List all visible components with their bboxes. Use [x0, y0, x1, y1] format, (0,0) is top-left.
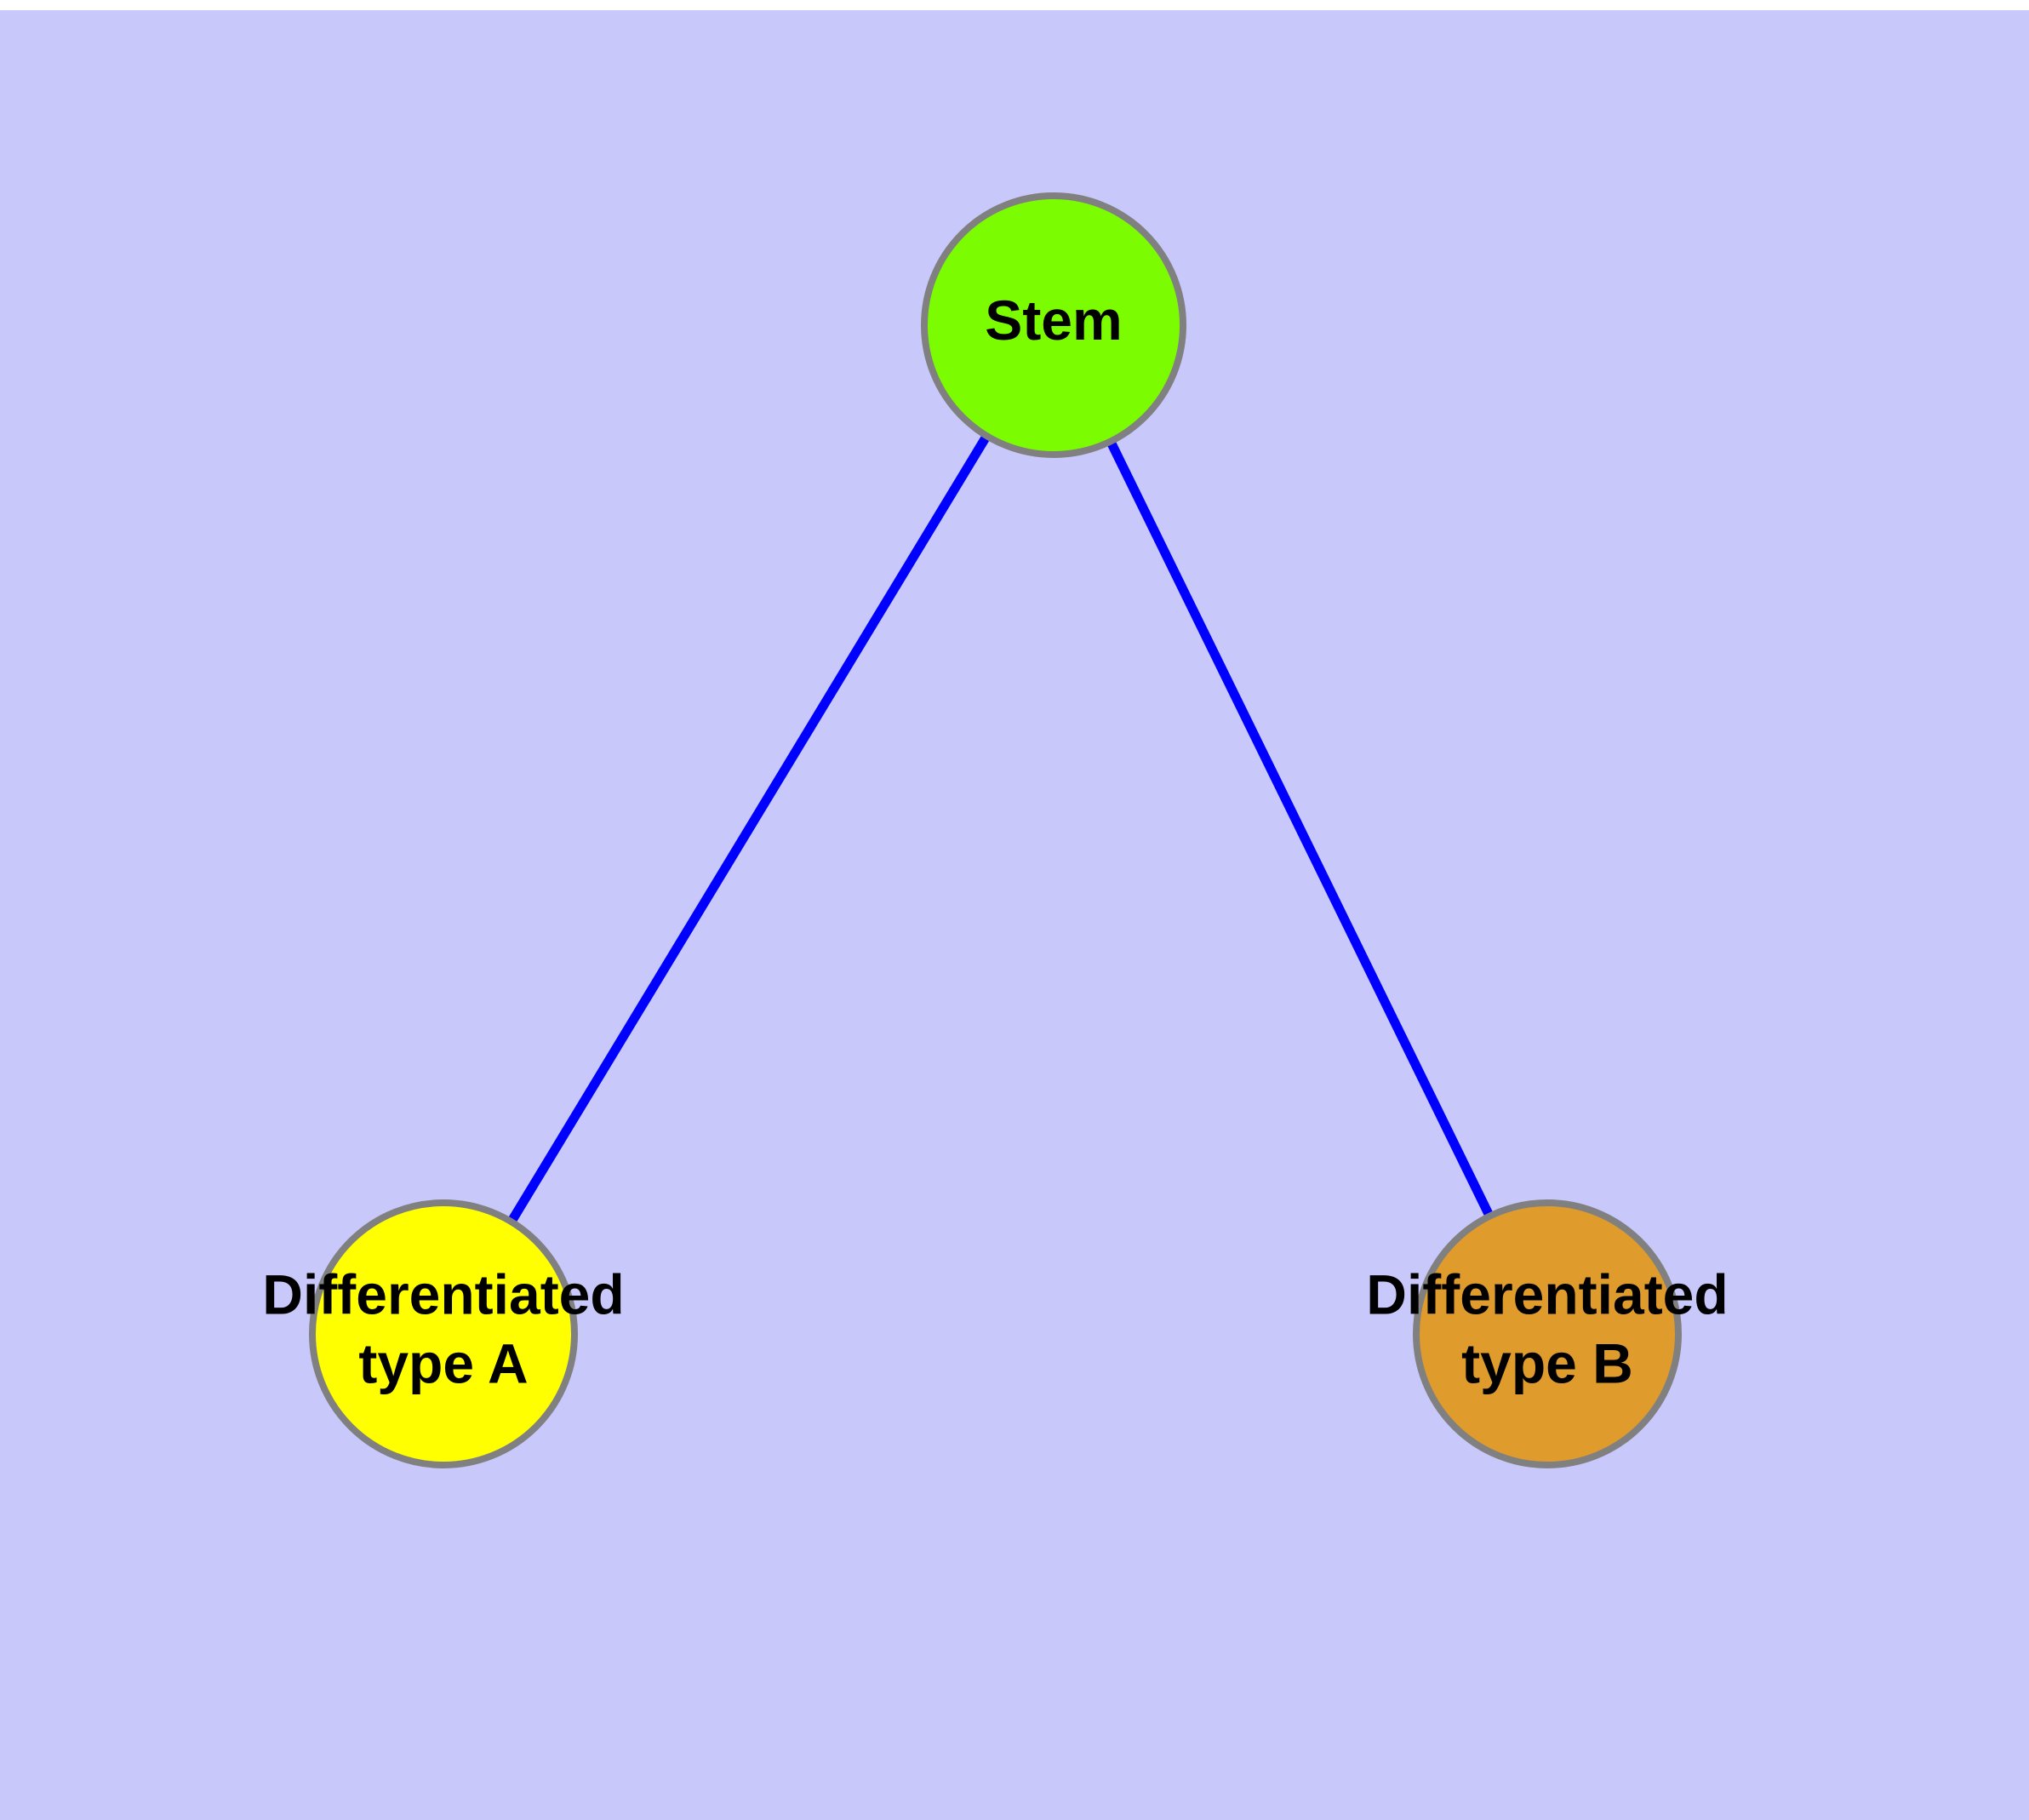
- node-stem[interactable]: [921, 192, 1186, 458]
- node-label-line: type A: [358, 1332, 528, 1395]
- node-label-line: Differentiated: [1366, 1263, 1728, 1326]
- node-label-line: type B: [1461, 1332, 1633, 1395]
- nodes-layer: [309, 192, 1682, 1468]
- node-diff-a[interactable]: [309, 1199, 578, 1468]
- edge-stem-to-diff-b: [1106, 440, 1494, 1218]
- node-diff-b[interactable]: [1413, 1199, 1682, 1468]
- edge-stem-to-diff-a: [507, 434, 991, 1224]
- node-label-stem: Stem: [985, 289, 1122, 352]
- edges-layer: [507, 434, 1494, 1224]
- node-label-line: Differentiated: [262, 1263, 624, 1326]
- node-label-line: Stem: [985, 289, 1122, 352]
